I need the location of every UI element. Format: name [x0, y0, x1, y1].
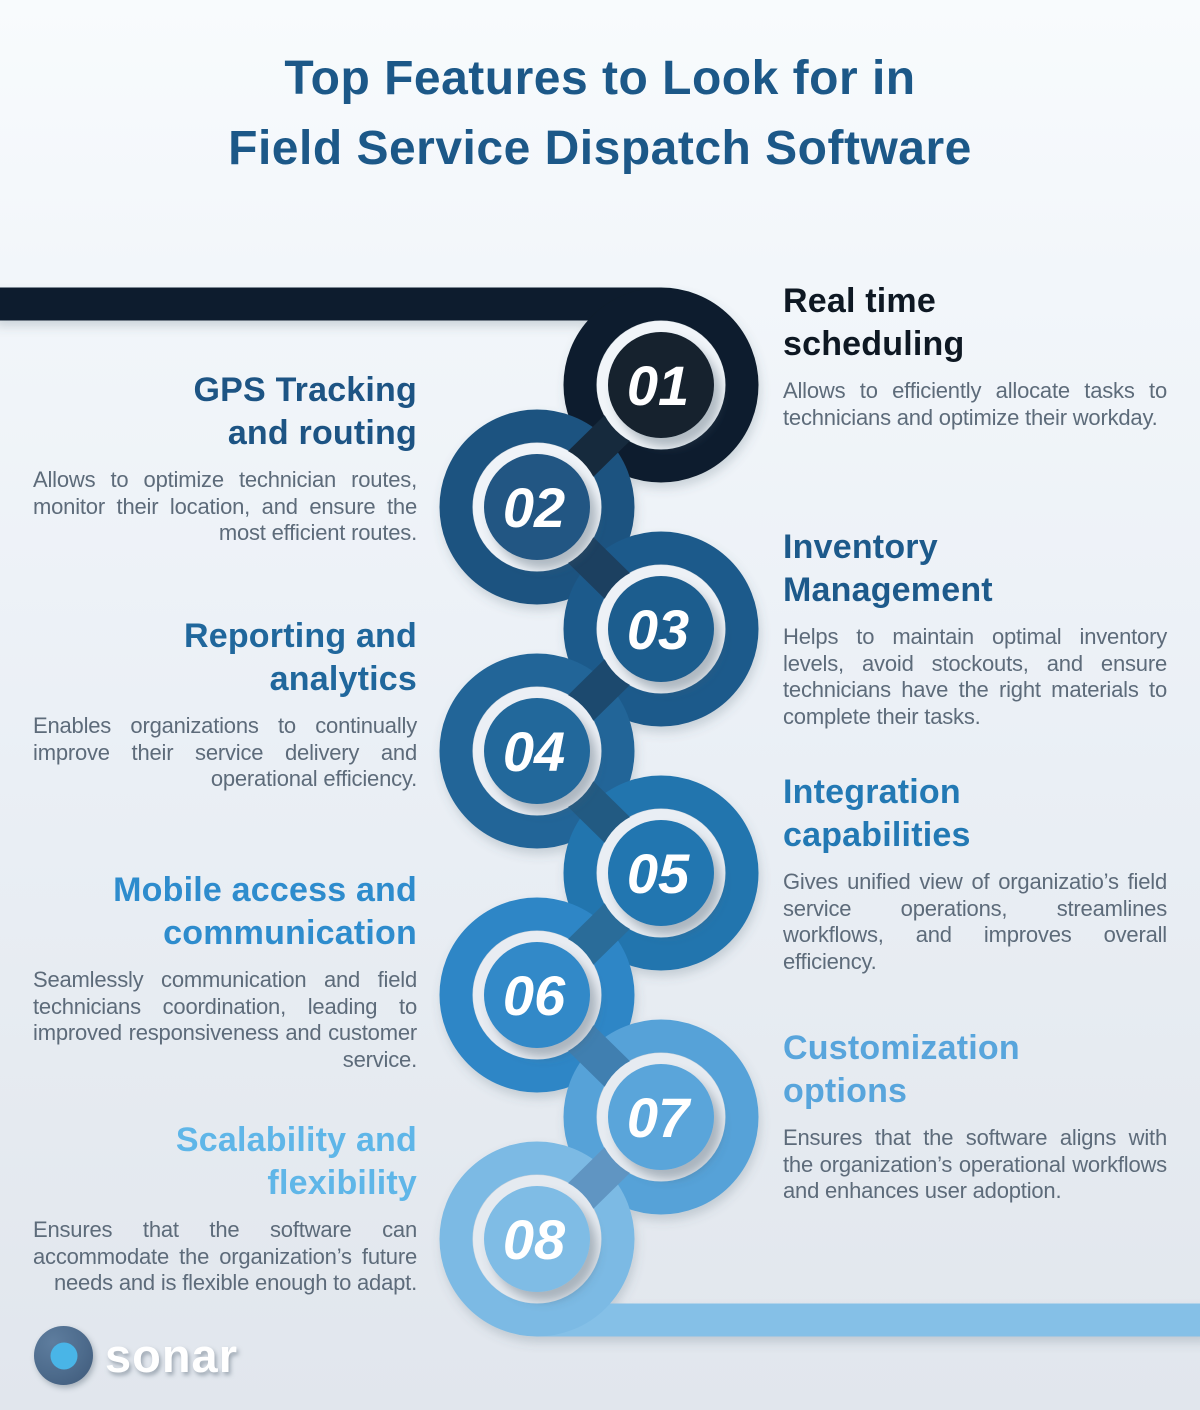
item-scalability-flexibility: Scalability and flexibility Ensures that… — [33, 1119, 417, 1297]
item-heading: Inventory Management — [783, 528, 993, 609]
item-gps-tracking: GPS Tracking and routing Allows to optim… — [33, 369, 417, 547]
number-label-03: 03 — [627, 598, 689, 661]
item-body: Ensures that the software can accommodat… — [33, 1217, 417, 1295]
item-body: Seamlessly communication and field techn… — [33, 967, 417, 1072]
item-reporting-analytics: Reporting and analytics Enables organiza… — [33, 615, 417, 793]
sonar-logo-text: sonar — [105, 1329, 238, 1382]
item-body: Ensures that the software aligns with th… — [783, 1125, 1167, 1203]
item-mobile-access: Mobile access and communication Seamless… — [33, 869, 417, 1073]
item-heading: Customization options — [783, 1029, 1020, 1110]
item-heading: Real time scheduling — [783, 282, 965, 363]
ring-01 — [563, 287, 759, 483]
ring-05 — [563, 775, 759, 971]
item-inventory-management: Inventory Management Helps to maintain o… — [783, 526, 1167, 730]
connector-01-02 — [563, 410, 635, 482]
number-label-04: 04 — [503, 720, 565, 783]
item-body: Gives unified view of organizatio’s fiel… — [783, 869, 1167, 974]
ring-04 — [439, 653, 635, 849]
connector-06-07 — [563, 1020, 635, 1092]
item-heading: Integration capabilities — [783, 773, 971, 854]
sonar-logo: sonar — [34, 1326, 238, 1385]
ring-03 — [563, 531, 759, 727]
sonar-logo-dot-icon — [50, 1342, 77, 1369]
number-circle-02 — [484, 454, 590, 560]
ring-06 — [439, 897, 635, 1093]
number-label-01: 01 — [627, 354, 689, 417]
number-circle-08 — [484, 1186, 590, 1292]
number-label-05: 05 — [627, 842, 690, 905]
number-circle-05 — [608, 820, 714, 926]
connector-02-03 — [563, 532, 635, 604]
item-heading: Scalability and flexibility — [175, 1121, 417, 1202]
connector-04-05 — [563, 776, 635, 848]
item-body: Allows to optimize technician routes, mo… — [33, 467, 417, 545]
number-label-08: 08 — [503, 1208, 566, 1271]
item-customization-options: Customization options Ensures that the s… — [783, 1027, 1167, 1205]
item-heading: Mobile access and communication — [113, 871, 417, 952]
ring-08 — [439, 1141, 635, 1337]
item-body: Allows to efficiently allocate tasks to … — [783, 378, 1167, 430]
item-heading: Reporting and analytics — [183, 617, 417, 698]
page-title: Top Features to Look for in Field Servic… — [228, 52, 972, 175]
connector-05-06 — [563, 898, 635, 970]
item-heading: GPS Tracking and routing — [193, 371, 417, 452]
item-integration-capabilities: Integration capabilities Gives unified v… — [783, 771, 1167, 975]
number-label-07: 07 — [627, 1086, 692, 1149]
number-label-02: 02 — [503, 476, 565, 539]
number-circle-06 — [484, 942, 590, 1048]
connector-07-08 — [563, 1142, 635, 1214]
snake-ribbon — [0, 287, 1200, 1337]
number-circle-07 — [608, 1064, 714, 1170]
ring-07 — [563, 1019, 759, 1215]
item-body: Enables organizations to continually imp… — [33, 713, 417, 791]
number-circle-01 — [608, 332, 714, 438]
sonar-logo-icon — [34, 1326, 93, 1385]
item-body: Helps to maintain optimal inventory leve… — [783, 624, 1167, 729]
number-circle-03 — [608, 576, 714, 682]
number-label-06: 06 — [503, 964, 566, 1027]
ring-02 — [439, 409, 635, 605]
number-circle-04 — [484, 698, 590, 804]
connector-03-04 — [563, 654, 635, 726]
item-real-time-scheduling: Real time scheduling Allows to efficient… — [783, 280, 1167, 431]
